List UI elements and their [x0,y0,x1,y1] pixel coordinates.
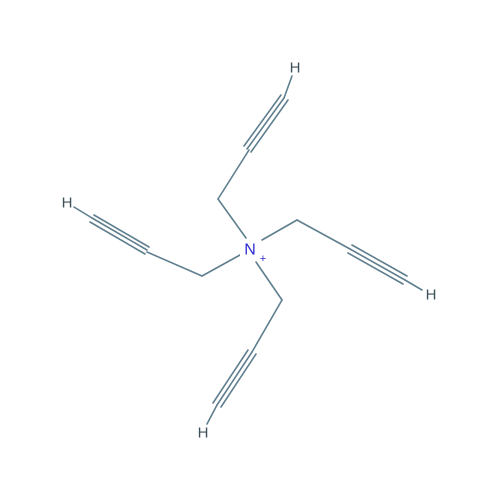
triple-bond-lower-1 [216,351,253,406]
nitrogen-charge-label: + [260,253,266,265]
triple-bond-left-2 [89,221,146,255]
triple-bond-right-1 [349,248,406,281]
bond-c-h-left [73,206,93,219]
hydrogen-atom-label-left: H [62,195,73,212]
nitrogen-atom-label: N [244,242,256,259]
bond-c-h-lower [206,404,218,425]
hydrogen-atom-label-lower: H [198,425,209,442]
nitrogen-label-backdrop [240,240,260,260]
triple-bond-upper-3 [243,94,282,147]
triple-bond-upper-2 [250,99,289,153]
propargyl-arm-left [73,206,241,277]
triple-bond-lower-2 [212,349,249,404]
hydrogen-atom-label-upper: H [290,60,301,77]
bond-n-ch2-right [261,219,298,241]
triple-bond-right-2 [351,244,408,277]
bond-c-h-upper [283,75,293,99]
bond-c-h-right [404,279,423,291]
bond-ch2-c-left [146,251,203,277]
bond-ch2-c-right [296,219,351,250]
bond-n-ch2-left [201,254,241,277]
triple-bond-upper-1 [246,97,285,150]
triple-bond-right-3 [347,252,404,285]
triple-bond-left-3 [93,214,150,248]
propargyl-arm-lower [206,261,283,425]
triple-bond-left-1 [91,217,148,251]
bond-n-ch2-lower [255,261,283,301]
bond-n-ch2-upper [217,198,247,239]
hydrogen-atom-label-right: H [426,287,437,304]
propargyl-arm-upper [217,75,293,239]
bond-ch2-c-lower [251,299,283,353]
propargyl-arm-right [261,219,423,291]
bond-ch2-c-upper [217,149,250,200]
triple-bond-lower-3 [220,353,257,408]
